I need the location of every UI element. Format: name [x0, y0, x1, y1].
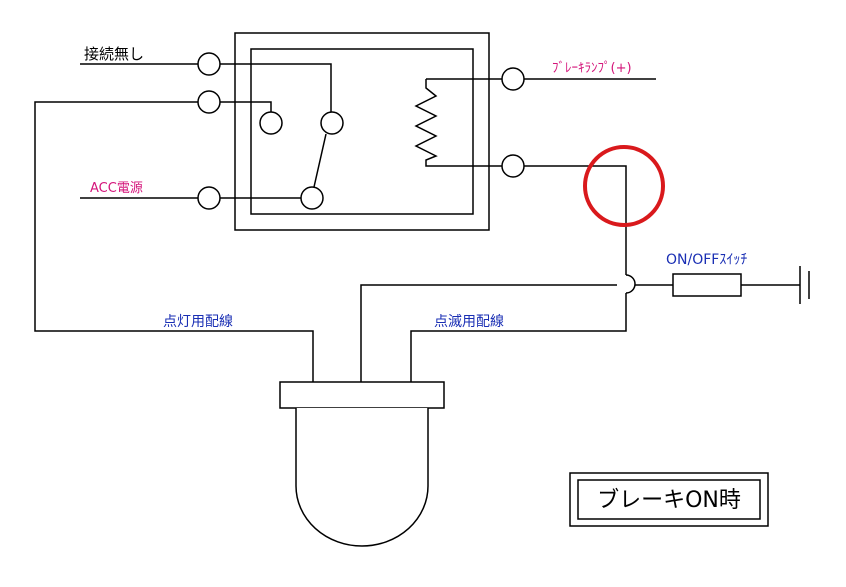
- label-lighting-wire: 点灯用配線: [163, 314, 233, 330]
- terminal-brake-lamp: [501, 67, 525, 91]
- title-box-inner: [577, 479, 761, 520]
- wire-internal-no: [220, 101, 272, 112]
- relay-common-contact: [300, 186, 324, 210]
- terminal-lighting: [197, 90, 221, 114]
- relay-coil: [414, 79, 502, 167]
- terminal-acc-power: [197, 186, 221, 210]
- label-no-connection: 接続無し: [84, 45, 144, 63]
- lamp-base: [279, 381, 445, 409]
- highlight-circle: [583, 145, 665, 227]
- wire-lighting-circuit: [34, 101, 314, 382]
- label-brake-lamp: ﾌﾞﾚｰｷﾗﾝﾌﾟ(+): [552, 61, 632, 76]
- relay-outer-box: [234, 32, 490, 231]
- label-blink-wire: 点滅用配線: [434, 314, 504, 330]
- wire-coil-down: [524, 165, 627, 275]
- relay-contact-left: [259, 111, 283, 135]
- relay-switch-arm: [313, 133, 327, 188]
- terminal-coil-ground: [501, 154, 525, 178]
- label-acc-power: ACC電源: [90, 181, 143, 196]
- title-label: ブレーキON時: [597, 488, 741, 513]
- switch-body: [672, 273, 742, 297]
- label-switch: ON/OFFｽｲｯﾁ: [666, 252, 747, 268]
- wire-crossover-hop: [625, 274, 636, 294]
- terminal-no-connection: [197, 52, 221, 76]
- wire-switch-to-lamp: [360, 284, 617, 382]
- wire-blink-circuit: [410, 293, 627, 382]
- relay-inner-box: [250, 48, 474, 215]
- wire-internal-nc: [220, 63, 332, 112]
- relay-contact-right: [320, 111, 344, 135]
- lamp-bulb: [295, 408, 429, 547]
